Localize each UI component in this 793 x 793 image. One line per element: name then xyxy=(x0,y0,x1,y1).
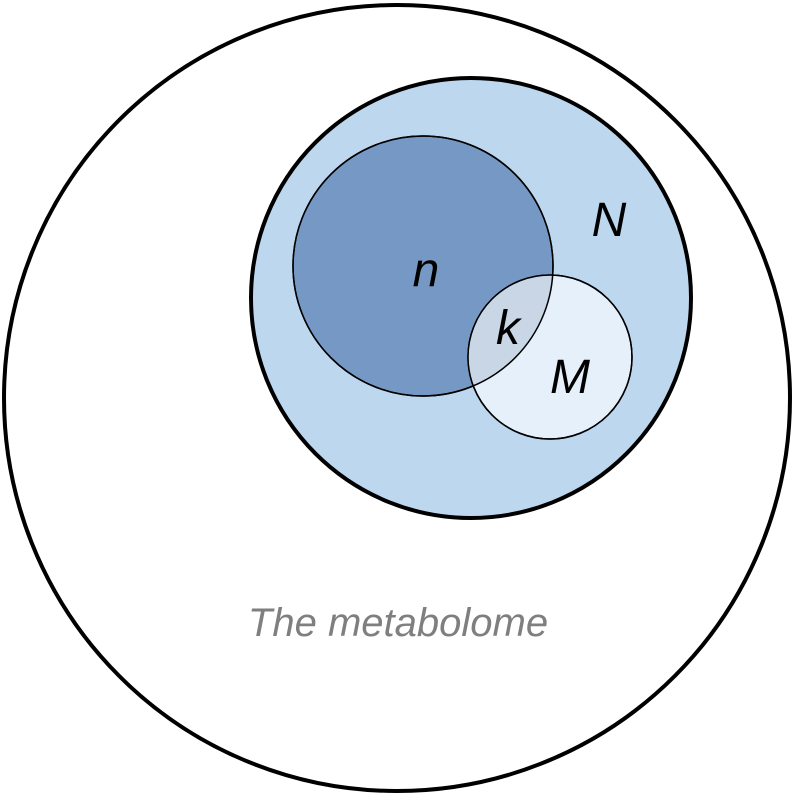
set-M-outline xyxy=(467,274,633,440)
set-M-label: M xyxy=(550,351,590,404)
set-N-label: N xyxy=(592,194,627,247)
metabolome-label: The metabolome xyxy=(248,601,548,645)
set-n-outline xyxy=(292,135,554,397)
set-n-label: n xyxy=(413,244,440,297)
intersection-k-label: k xyxy=(496,302,523,355)
